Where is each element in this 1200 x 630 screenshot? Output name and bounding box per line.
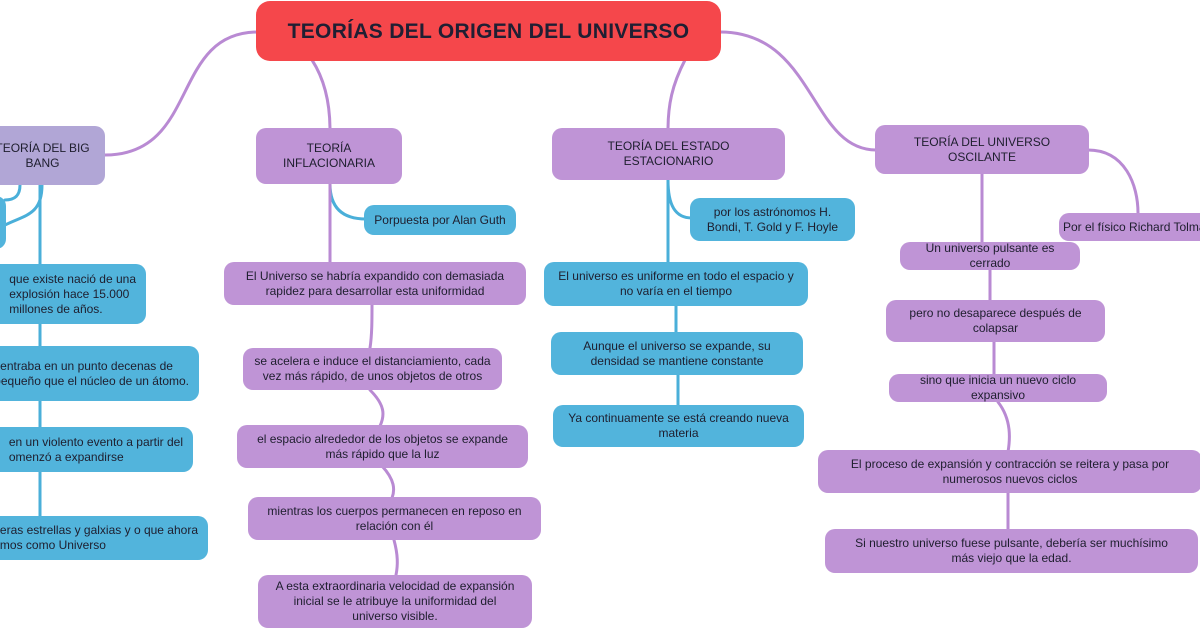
connector-inflacionaria-s3 [380,464,396,500]
connector-bigbang-top [3,183,22,202]
connector-inflacionaria-author [328,182,368,221]
connector-estacionario-spine [666,178,680,407]
oscilante-item-3[interactable]: sino que inicia un nuevo ciclo expansivo [889,373,1107,402]
connector-root-bigbang [103,30,260,157]
inflacionaria-item-2[interactable]: se acelera e induce el distanciamiento, … [243,348,502,390]
inflacionaria-item-1[interactable]: El Universo se habría expandido con dema… [224,262,526,305]
oscilante-item-2[interactable]: pero no desaparece después de colapsar [886,300,1105,342]
connector-inflacionaria-s2 [368,388,385,428]
connector-oscilante-author [1086,148,1140,215]
inflacionaria-item-5[interactable]: A esta extraordinaria velocidad de expan… [258,575,532,628]
inflacionaria-item-3[interactable]: el espacio alrededor de los objetos se e… [237,425,528,468]
estacionario-author[interactable]: por los astrónomos H. Bondi, T. Gold y F… [690,198,855,241]
connector-estacionario-author [666,178,694,220]
branch-universo-oscilante[interactable]: TEORÍA DEL UNIVERSO OSCILANTE [875,125,1089,174]
big-bang-stub[interactable] [0,196,6,249]
connector-bigbang-left [3,183,44,227]
root-title[interactable]: TEORÍAS DEL ORIGEN DEL UNIVERSO [256,1,721,61]
estacionario-item-3[interactable]: Ya continuamente se está creando nueva m… [553,405,804,447]
branch-inflacionaria[interactable]: TEORÍA INFLACIONARIA [256,128,402,184]
big-bang-item-2[interactable]: centraba en un punto decenas de pequeño … [0,346,199,401]
oscilante-item-1[interactable]: Un universo pulsante es cerrado [900,241,1080,270]
big-bang-item-3[interactable]: en un violento evento a partir del omenz… [0,427,193,472]
oscilante-item-4[interactable]: El proceso de expansión y contracción se… [818,450,1200,493]
oscilante-author[interactable]: Por el físico Richard Tolma [1059,213,1200,241]
connector-oscilante-spine [980,172,1011,532]
big-bang-item-1[interactable]: que existe nació de una explosión hace 1… [0,264,146,324]
branch-big-bang[interactable]: TEORÍA DEL BIG BANG [0,126,105,185]
estacionario-item-1[interactable]: El universo es uniforme en todo el espac… [544,262,808,306]
inflacionaria-author[interactable]: Porpuesta por Alan Guth [364,205,516,235]
big-bang-item-4[interactable]: neras estrellas y galxias y o que ahora … [0,516,208,560]
connector-root-inflacionaria [310,58,332,132]
inflacionaria-item-4[interactable]: mientras los cuerpos permanecen en repos… [248,497,541,540]
connector-inflacionaria-s1 [368,302,374,350]
oscilante-item-5[interactable]: Si nuestro universo fuese pulsante, debe… [825,529,1198,573]
connector-root-estacionario [666,58,687,132]
connector-inflacionaria-s4 [392,538,399,577]
estacionario-item-2[interactable]: Aunque el universo se expande, su densid… [551,332,803,375]
branch-estado-estacionario[interactable]: TEORÍA DEL ESTADO ESTACIONARIO [552,128,785,180]
connector-root-oscilante [718,30,878,152]
